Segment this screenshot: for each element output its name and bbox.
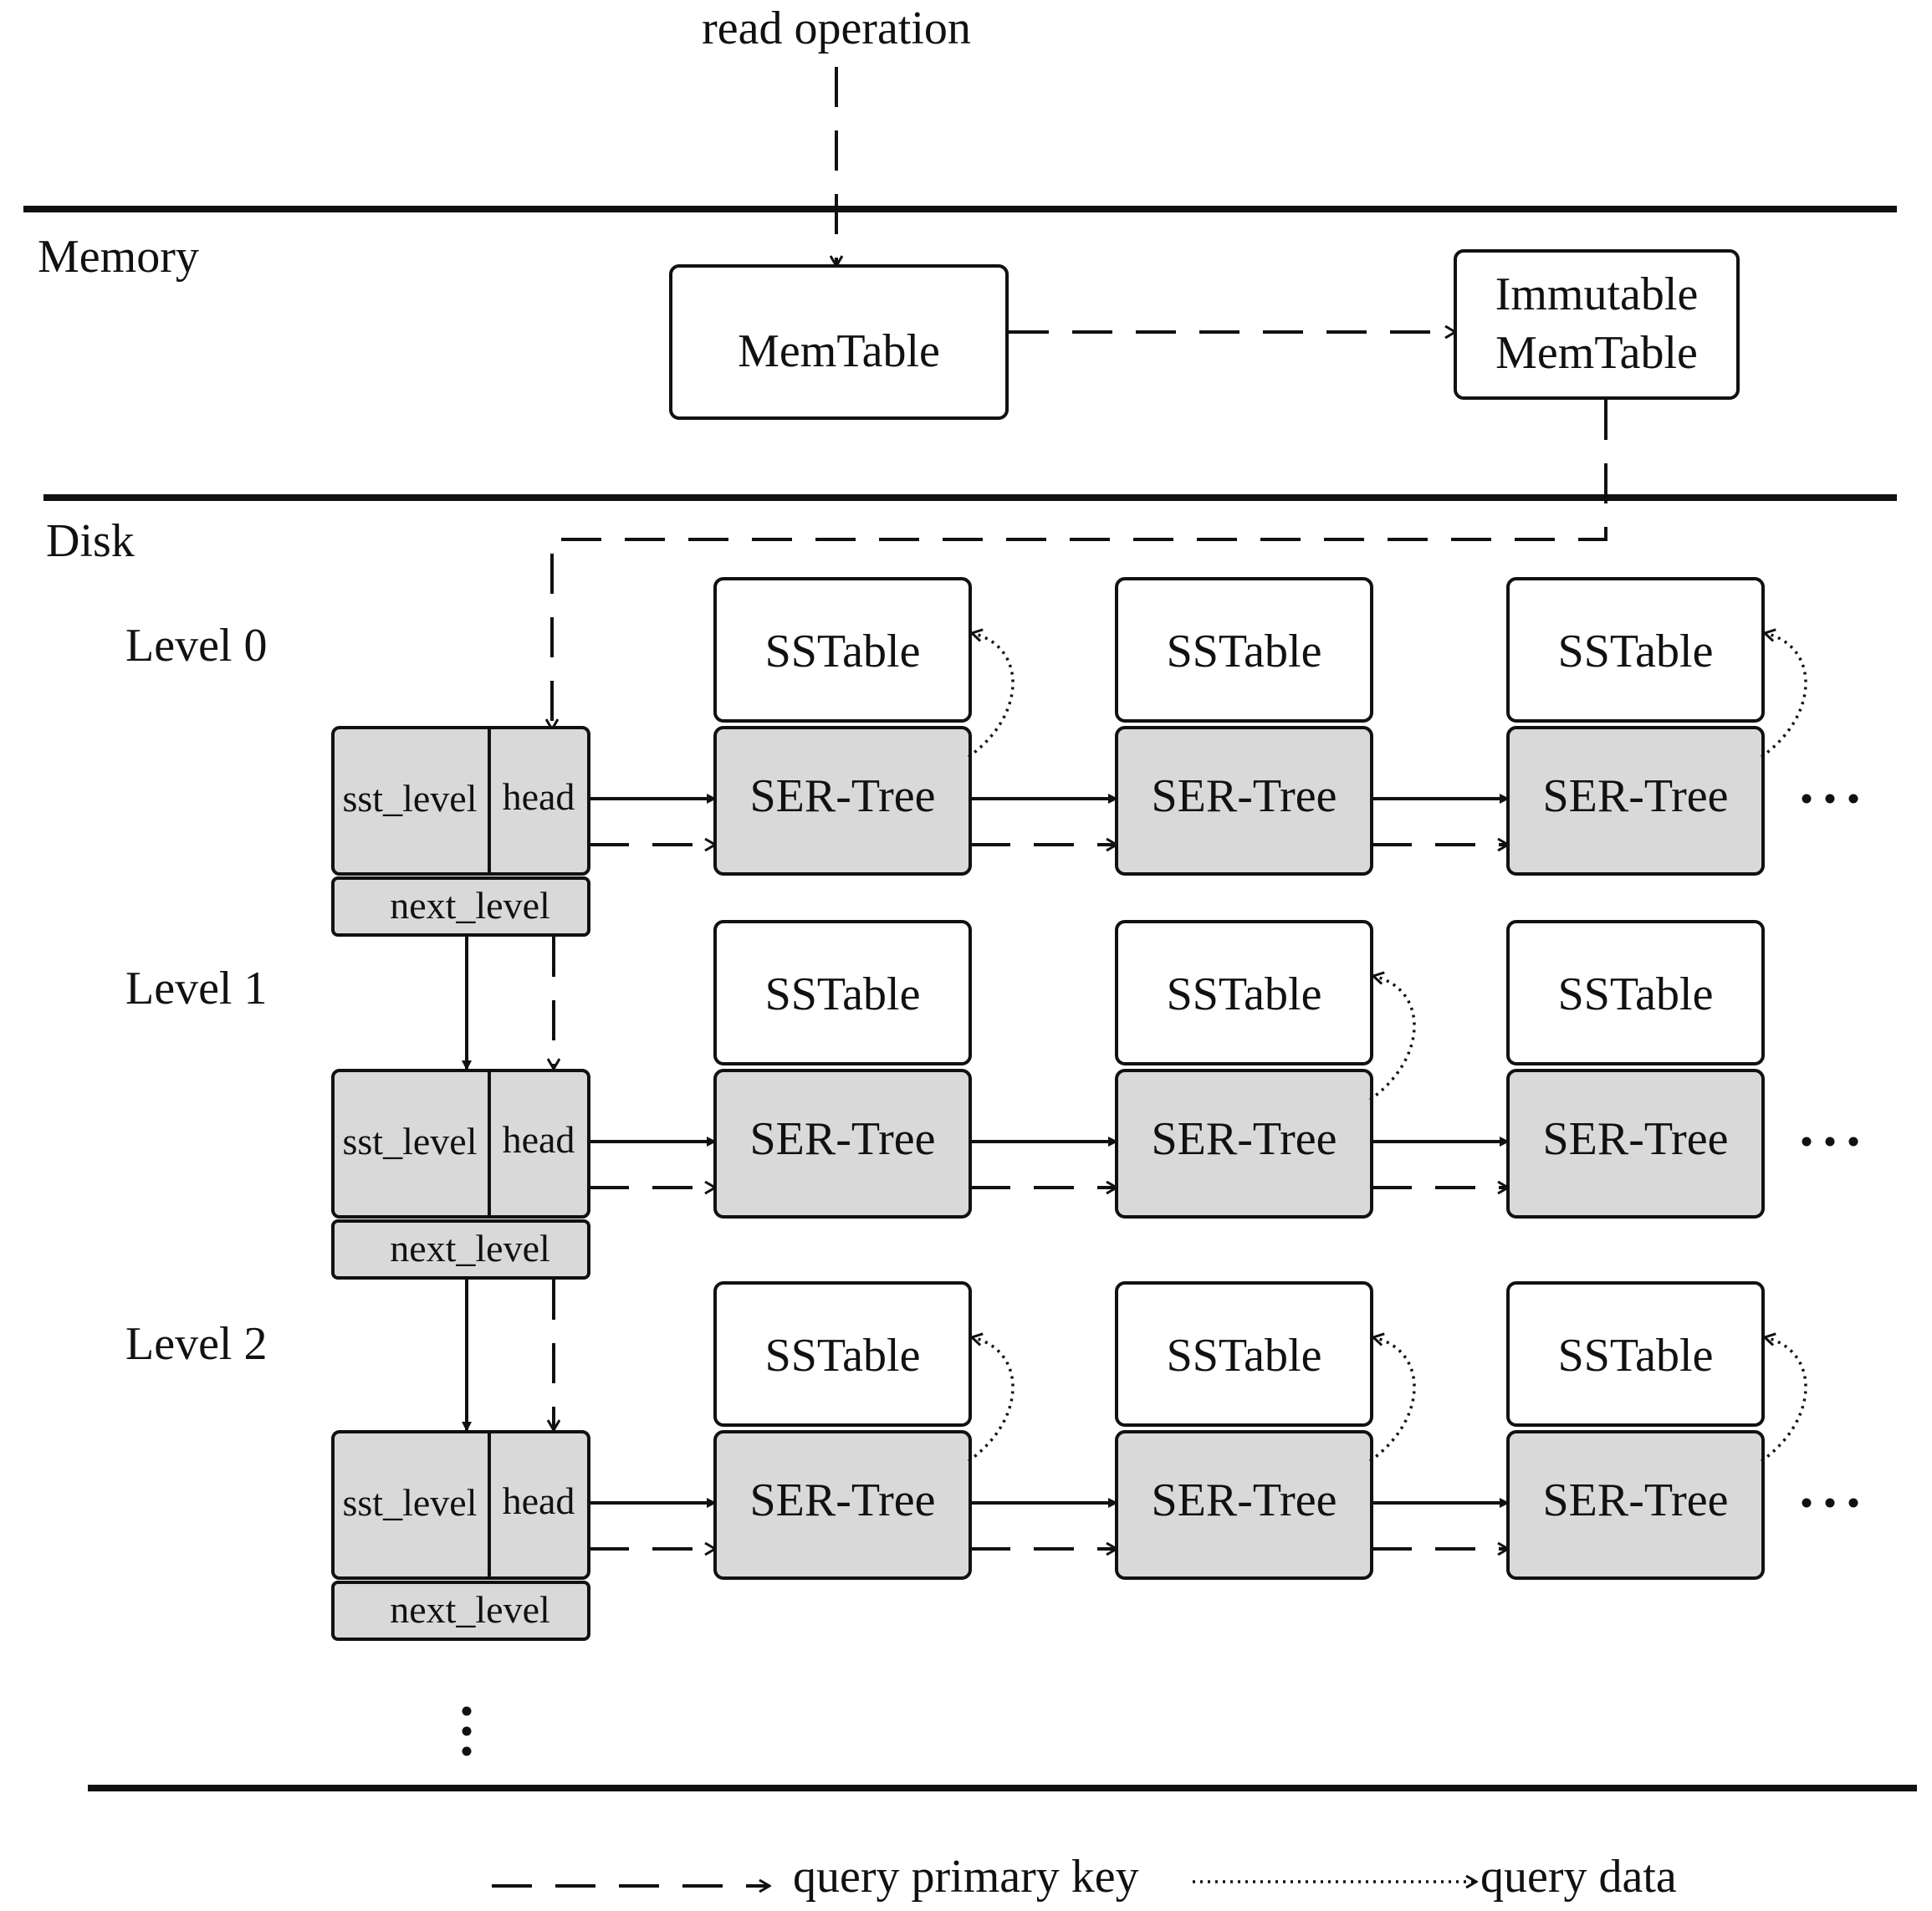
next-level-label: next_level: [390, 1588, 550, 1631]
head-label: head: [503, 1479, 575, 1522]
sst-level-label: sst_level: [343, 1481, 478, 1524]
memtable-label: MemTable: [738, 325, 940, 377]
query-data-arrow: [1760, 1337, 1807, 1463]
next-level-cell-2: [331, 1581, 590, 1641]
sstable-label: SSTable: [1558, 1330, 1714, 1382]
legend-dashed-label: query primary key: [793, 1851, 1139, 1903]
vertical-ellipsis-dot: [462, 1746, 472, 1756]
ser-tree-label: SER-Tree: [750, 1474, 936, 1526]
sstable-label: SSTable: [1558, 968, 1714, 1020]
level-node-1: [331, 1069, 590, 1219]
sst-level-label: sst_level: [343, 1120, 478, 1162]
vertical-ellipsis-dot: [462, 1706, 472, 1716]
sstable-label: SSTable: [765, 968, 921, 1020]
immutable-label-line2: MemTable: [1495, 327, 1698, 379]
sstable-box: [713, 1281, 972, 1427]
ellipsis-dot: [1802, 1498, 1812, 1508]
immutable-memtable-box: [1454, 249, 1740, 400]
query-data-arrow: [1760, 633, 1807, 759]
sstable-label: SSTable: [765, 1330, 921, 1382]
sstable-box: [713, 920, 972, 1065]
head-label: head: [503, 1118, 575, 1161]
memtable-box: [669, 264, 1009, 420]
query-data-arrow: [1368, 1337, 1416, 1463]
ellipsis-dot: [1825, 1137, 1835, 1147]
sst-level-label: sst_level: [343, 777, 478, 820]
head-label: head: [503, 775, 575, 818]
ellipsis-dot: [1848, 1498, 1858, 1508]
query-data-arrow: [967, 1337, 1015, 1463]
legend-dotted-label: query data: [1480, 1851, 1677, 1903]
ellipsis-dot: [1825, 794, 1835, 804]
level-label-2: Level 2: [125, 1318, 267, 1370]
next-level-label: next_level: [390, 884, 550, 927]
ser-tree-label: SER-Tree: [1543, 770, 1729, 822]
sstable-box: [1506, 577, 1765, 723]
query-data-arrow: [1368, 976, 1416, 1101]
sstable-box: [1115, 1281, 1373, 1427]
ellipsis-dot: [1825, 1498, 1835, 1508]
vertical-ellipsis-dot: [462, 1726, 472, 1736]
immutable-label-line1: Immutable: [1495, 268, 1699, 320]
ser-tree-label: SER-Tree: [1543, 1474, 1729, 1526]
next-level-cell-1: [331, 1219, 590, 1280]
sstable-box: [1115, 920, 1373, 1065]
sstable-label: SSTable: [765, 626, 921, 677]
sstable-label: SSTable: [1558, 626, 1714, 677]
ellipsis-dot: [1848, 1137, 1858, 1147]
ellipsis-dot: [1802, 794, 1812, 804]
ellipsis-dot: [1848, 794, 1858, 804]
disk-zone-label: Disk: [46, 515, 135, 567]
read-operation-label: read operation: [702, 3, 971, 54]
sstable-box: [1115, 577, 1373, 723]
level-node-2: [331, 1430, 590, 1580]
sstable-label: SSTable: [1167, 968, 1322, 1020]
sstable-label: SSTable: [1167, 1330, 1322, 1382]
level-label-1: Level 1: [125, 963, 267, 1014]
sstable-box: [713, 577, 972, 723]
next-level-label: next_level: [390, 1227, 550, 1270]
next-level-cell-0: [331, 876, 590, 937]
ser-tree-label: SER-Tree: [1543, 1113, 1729, 1165]
ser-tree-label: SER-Tree: [750, 770, 936, 822]
ser-tree-label: SER-Tree: [1152, 770, 1337, 822]
level-node-0: [331, 726, 590, 876]
immutable-to-level0-arrow: [552, 400, 1607, 729]
sstable-box: [1506, 1281, 1765, 1427]
sstable-box: [1506, 920, 1765, 1065]
ellipsis-dot: [1802, 1137, 1812, 1147]
sstable-label: SSTable: [1167, 626, 1322, 677]
ser-tree-label: SER-Tree: [1152, 1113, 1337, 1165]
level-label-0: Level 0: [125, 620, 267, 672]
ser-tree-label: SER-Tree: [750, 1113, 936, 1165]
query-data-arrow: [967, 633, 1015, 759]
ser-tree-label: SER-Tree: [1152, 1474, 1337, 1526]
memory-zone-label: Memory: [38, 231, 199, 283]
